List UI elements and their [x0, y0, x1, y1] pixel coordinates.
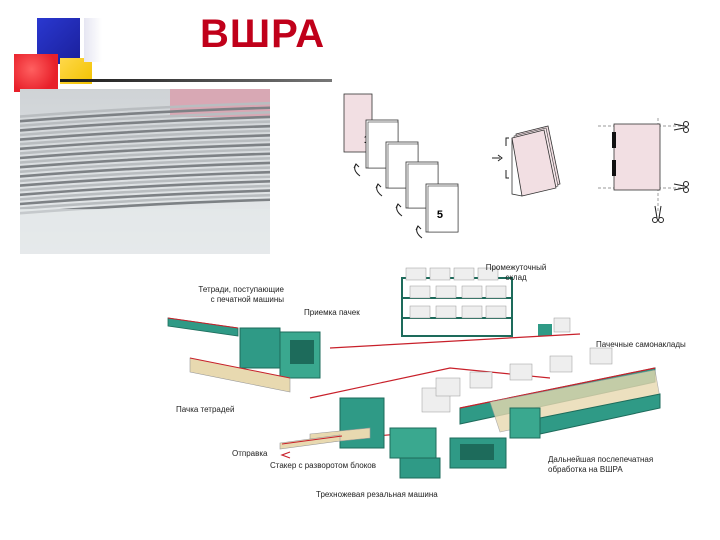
- label-stack-feeders: Пачечные самонаклады: [596, 340, 686, 349]
- label-intermediate-storage: Промежуточный склад: [476, 263, 556, 283]
- title-underline: [60, 79, 332, 82]
- label-further-processing: Дальнейшая послепечатная обработка на ВШ…: [548, 455, 668, 475]
- label-shipping: Отправка: [232, 449, 268, 458]
- collated-block-illustration: [492, 125, 561, 197]
- sheet-edge: [20, 170, 270, 187]
- signature-stack-photo: [20, 89, 270, 254]
- label-three-knife-trimmer: Трехножевая резальная машина: [316, 490, 438, 499]
- sheet-edge: [20, 111, 270, 128]
- label-notebooks-from-press-text: Тетради, поступающие с печатной машины: [198, 285, 284, 304]
- page-number-5: 5: [437, 209, 443, 221]
- shipping-conveyor: [279, 434, 343, 450]
- label-stack-receiving: Приемка пачек: [304, 308, 360, 317]
- scissors-icon: [652, 205, 664, 223]
- sheet-edge: [20, 166, 270, 183]
- signature-stack-illustration: [20, 89, 270, 254]
- collation-sequence-illustration: 1 2 3 4 5: [343, 93, 459, 239]
- sheet-edge: [20, 124, 270, 141]
- slide-title: ВШРА: [200, 12, 326, 56]
- label-notebooks-from-press: Тетради, поступающие с печатной машины: [174, 285, 284, 305]
- collation-arrows: [353, 163, 423, 239]
- deco-gray-bar: [84, 18, 102, 62]
- sheet-edge: [20, 180, 270, 197]
- sheet-edge: [20, 143, 270, 160]
- forklift: [538, 317, 571, 336]
- sheet-edge: [20, 193, 270, 210]
- binding-line-diagram: [167, 267, 661, 479]
- gathering-line: [421, 347, 661, 439]
- infeed-conveyor: [167, 317, 321, 393]
- label-block-stacker: Стакер с разворотом блоков: [270, 461, 377, 470]
- sheet-edge: [20, 152, 270, 169]
- label-notebook-stack: Пачка тетрадей: [176, 405, 235, 414]
- sheet-edge: [20, 101, 270, 118]
- sheet-edge: [20, 175, 270, 192]
- sheet-edge: [20, 161, 270, 178]
- signature-5: 5: [425, 183, 459, 233]
- label-intermediate-storage-text: Промежуточный склад: [485, 263, 547, 282]
- sheet-edge: [20, 189, 270, 206]
- scissors-icon: [673, 181, 689, 193]
- sheet-edge: [20, 138, 270, 155]
- sheet-edge: [20, 129, 270, 146]
- sheet-edge: [20, 134, 270, 151]
- sheet-edge: [20, 115, 270, 132]
- trimmed-book-illustration: [598, 118, 689, 223]
- label-further-processing-text: Дальнейшая послепечатная обработка на ВШ…: [548, 455, 654, 474]
- deco-red-square: [14, 54, 58, 92]
- sheet-edge: [20, 106, 270, 123]
- sheet-edge: [20, 184, 270, 201]
- scissors-icon: [673, 121, 689, 133]
- sheet-edge: [20, 157, 270, 174]
- intermediate-storage-racks: [401, 267, 513, 337]
- sheet-edge: [20, 120, 270, 137]
- sheet-edge: [20, 147, 270, 164]
